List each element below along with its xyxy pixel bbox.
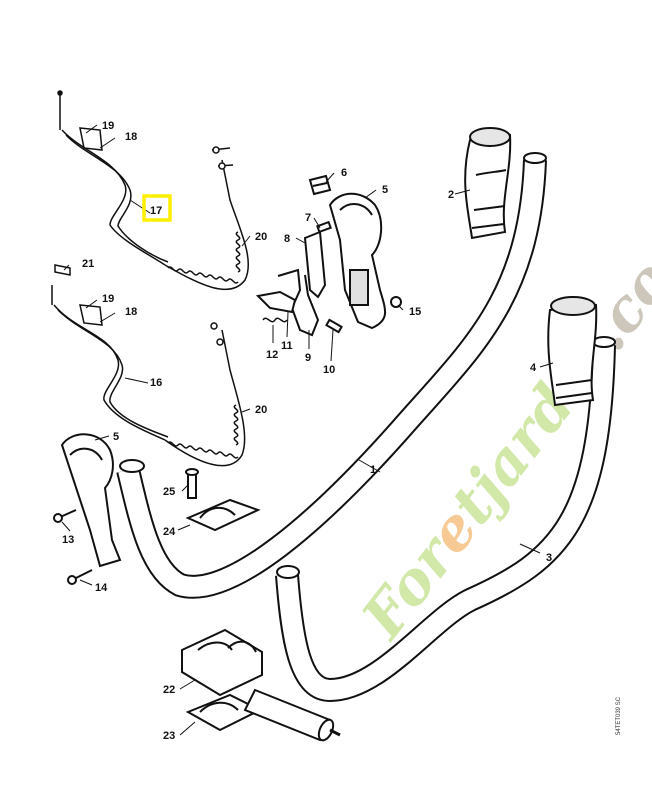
screw-25 [185,468,199,499]
part-label[interactable]: 1 [370,464,376,476]
throttle-housing-5-upper [328,192,386,330]
part-label[interactable]: 16 [150,377,162,389]
part-label[interactable]: 5 [382,184,388,196]
pin-10 [325,318,343,334]
part-label[interactable]: 20 [255,231,267,243]
shaft-tube [243,688,341,742]
part-label[interactable]: 24 [163,526,176,538]
throttle-housing-5-lower [60,433,122,568]
part-label[interactable]: 9 [305,352,311,364]
part-label[interactable]: 19 [102,293,114,305]
handlebar-tube-3 [275,336,616,703]
part-label[interactable]: 3 [546,552,552,564]
part-label[interactable]: 7 [305,212,311,224]
part-label[interactable]: 14 [95,582,108,594]
screw-13 [53,509,77,523]
grip-4 [547,296,598,407]
part-label[interactable]: 19 [102,120,114,132]
part-label[interactable]: 5 [113,431,119,443]
part-label[interactable]: 17 [150,205,162,217]
part-label[interactable]: 21 [82,258,94,270]
cable-harness-lower [51,264,246,467]
spring-12 [262,317,288,323]
part-label[interactable]: 23 [163,730,175,742]
part-label[interactable]: 18 [125,306,137,318]
part-labels: 1 2 3 4 5 5 6 7 8 9 10 11 12 13 14 15 16… [62,120,552,742]
part-label[interactable]: 20 [255,404,267,416]
pin-7 [316,220,332,234]
cable-harness-upper [57,90,249,291]
part-label[interactable]: 25 [163,486,175,498]
part-label[interactable]: 18 [125,131,137,143]
clamp-24 [185,498,261,532]
part-label[interactable]: 11 [281,340,293,352]
part-label[interactable]: 22 [163,684,175,696]
part-label[interactable]: 8 [284,233,290,245]
handlebar-tube-1 [116,152,547,599]
leader-lines [61,124,554,736]
switch-6 [308,174,332,196]
highlight-box-17 [142,194,172,222]
lever-8 [303,230,327,299]
part-label[interactable]: 15 [409,306,421,318]
clamp-22 [181,628,263,697]
part-label[interactable]: 6 [341,167,347,179]
coiled-cable-20-upper [167,231,241,284]
drawing-reference: 54TET039 SC [616,696,622,735]
screw-14 [67,569,93,585]
coiled-cable-20-lower [167,404,239,459]
part-label[interactable]: 4 [530,362,537,374]
part-label[interactable]: 10 [323,364,335,376]
part-label[interactable]: 13 [62,534,74,546]
part-label[interactable]: 12 [266,349,278,361]
trigger-9 [277,268,320,337]
part-label[interactable]: 2 [448,189,454,201]
nut-15 [390,296,402,308]
lever-11 [255,290,297,314]
grip-2 [464,127,512,240]
